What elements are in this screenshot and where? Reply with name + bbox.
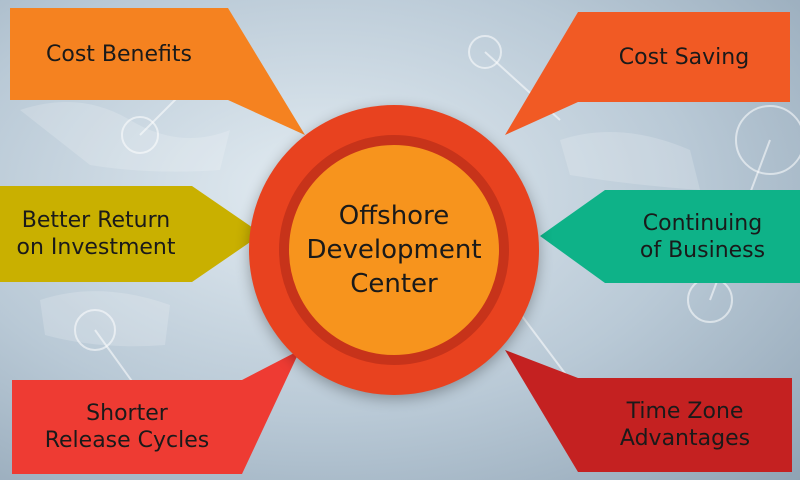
node-label-line1: Shorter: [86, 401, 168, 426]
arrow-time-zone: [505, 350, 578, 472]
arrow-continuing: [540, 190, 605, 283]
node-label-line2: of Business: [639, 237, 766, 263]
arrow-cost-saving: [505, 12, 578, 135]
node-label-line1: Better Return: [21, 208, 171, 233]
node-label-line1: Continuing: [642, 210, 763, 236]
node-cost-saving: Cost Saving: [578, 12, 790, 102]
network-node: [74, 309, 116, 351]
network-node: [468, 35, 502, 69]
hub-circle: Offshore Development Center: [249, 105, 539, 395]
node-cost-benefits: Cost Benefits: [10, 8, 228, 100]
node-label-line1: Time Zone: [626, 399, 744, 424]
node-better-return: Better Return on Investment: [0, 186, 192, 282]
arrow-better-return: [192, 186, 262, 282]
arrow-shorter: [242, 350, 300, 474]
world-map-shape: [40, 291, 170, 347]
node-label: Cost Saving: [618, 44, 750, 70]
network-node: [121, 116, 159, 154]
world-map-shape: [20, 102, 230, 172]
arrow-cost-benefits: [228, 8, 305, 135]
hub-title-line2: Development: [306, 235, 482, 265]
world-map-shape: [560, 132, 700, 190]
node-continuing-business: Continuing of Business: [605, 190, 800, 283]
node-label-line2: Advantages: [619, 426, 751, 451]
node-label-line2: Release Cycles: [44, 428, 210, 453]
node-time-zone: Time Zone Advantages: [578, 378, 792, 472]
hub-title: Offshore Development Center: [306, 199, 481, 301]
node-label: Cost Benefits: [46, 41, 192, 67]
node-shorter-release: Shorter Release Cycles: [12, 380, 242, 474]
hub-inner-circle: Offshore Development Center: [279, 135, 509, 365]
hub-title-line3: Center: [350, 269, 438, 299]
network-node: [735, 105, 800, 175]
hub-title-line1: Offshore: [338, 201, 450, 231]
node-label-line2: on Investment: [16, 235, 176, 260]
